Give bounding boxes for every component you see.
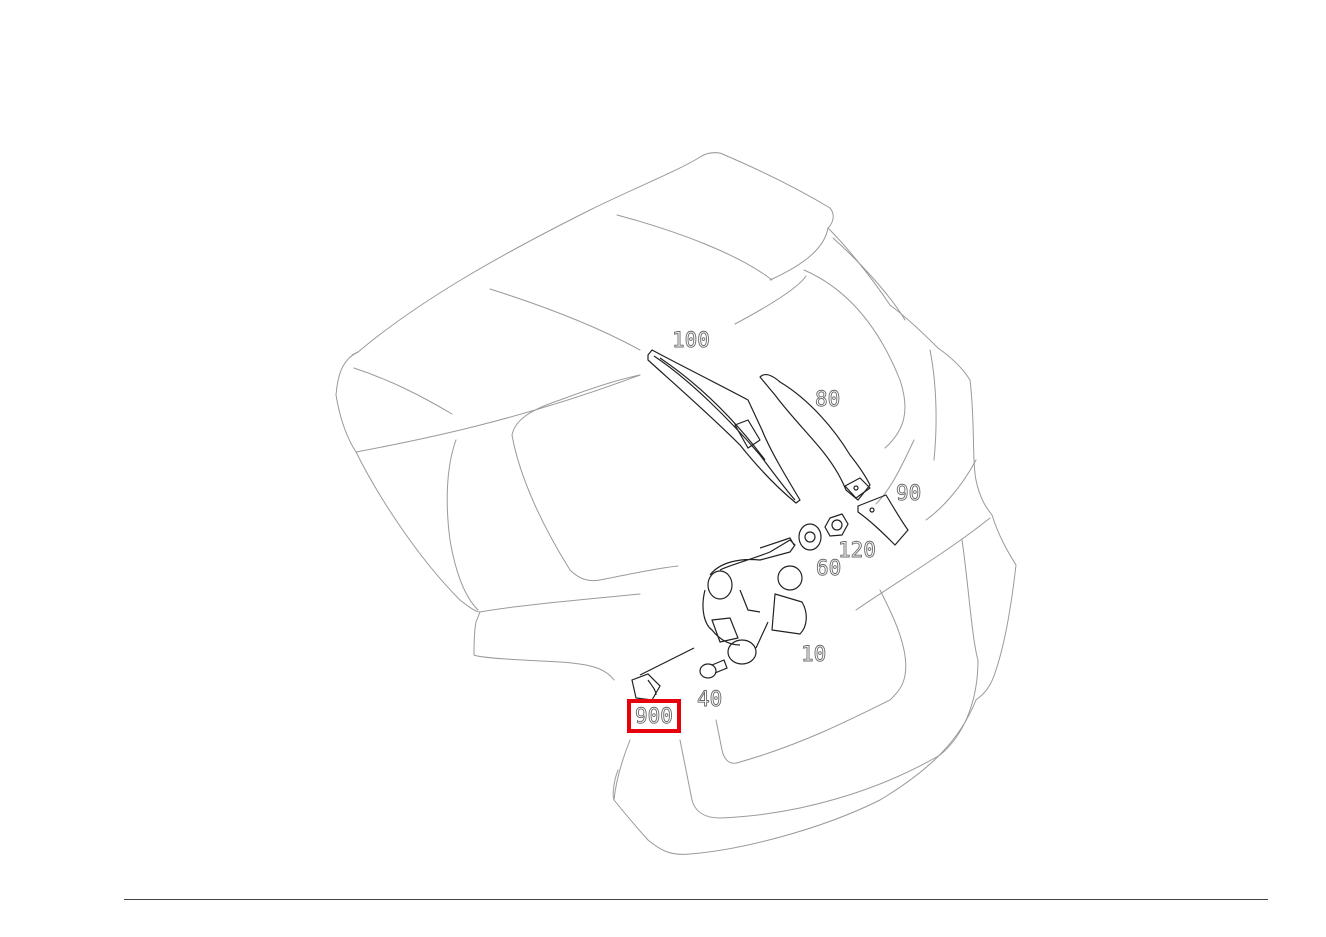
nut-washer-drawing [798, 513, 849, 551]
callout-40[interactable]: 40 [697, 687, 723, 711]
arm-cap-drawing [857, 494, 909, 546]
tailgate-outline [335, 152, 1017, 855]
callout-80[interactable]: 80 [815, 387, 841, 411]
callout-100[interactable]: 100 [672, 328, 711, 352]
callout-900-highlighted[interactable]: 900 [627, 699, 681, 733]
wiper-blade-drawing [647, 349, 801, 504]
callout-90[interactable]: 90 [896, 481, 922, 505]
callout-10[interactable]: 10 [801, 642, 827, 666]
connector-drawing [631, 673, 661, 701]
wiper-motor-drawing [639, 537, 807, 676]
callout-60[interactable]: 60 [816, 556, 842, 580]
footer-divider [124, 899, 1268, 900]
bolt-drawing [699, 659, 728, 679]
callout-120[interactable]: 120 [838, 538, 877, 562]
wiper-arm-drawing [759, 373, 871, 501]
